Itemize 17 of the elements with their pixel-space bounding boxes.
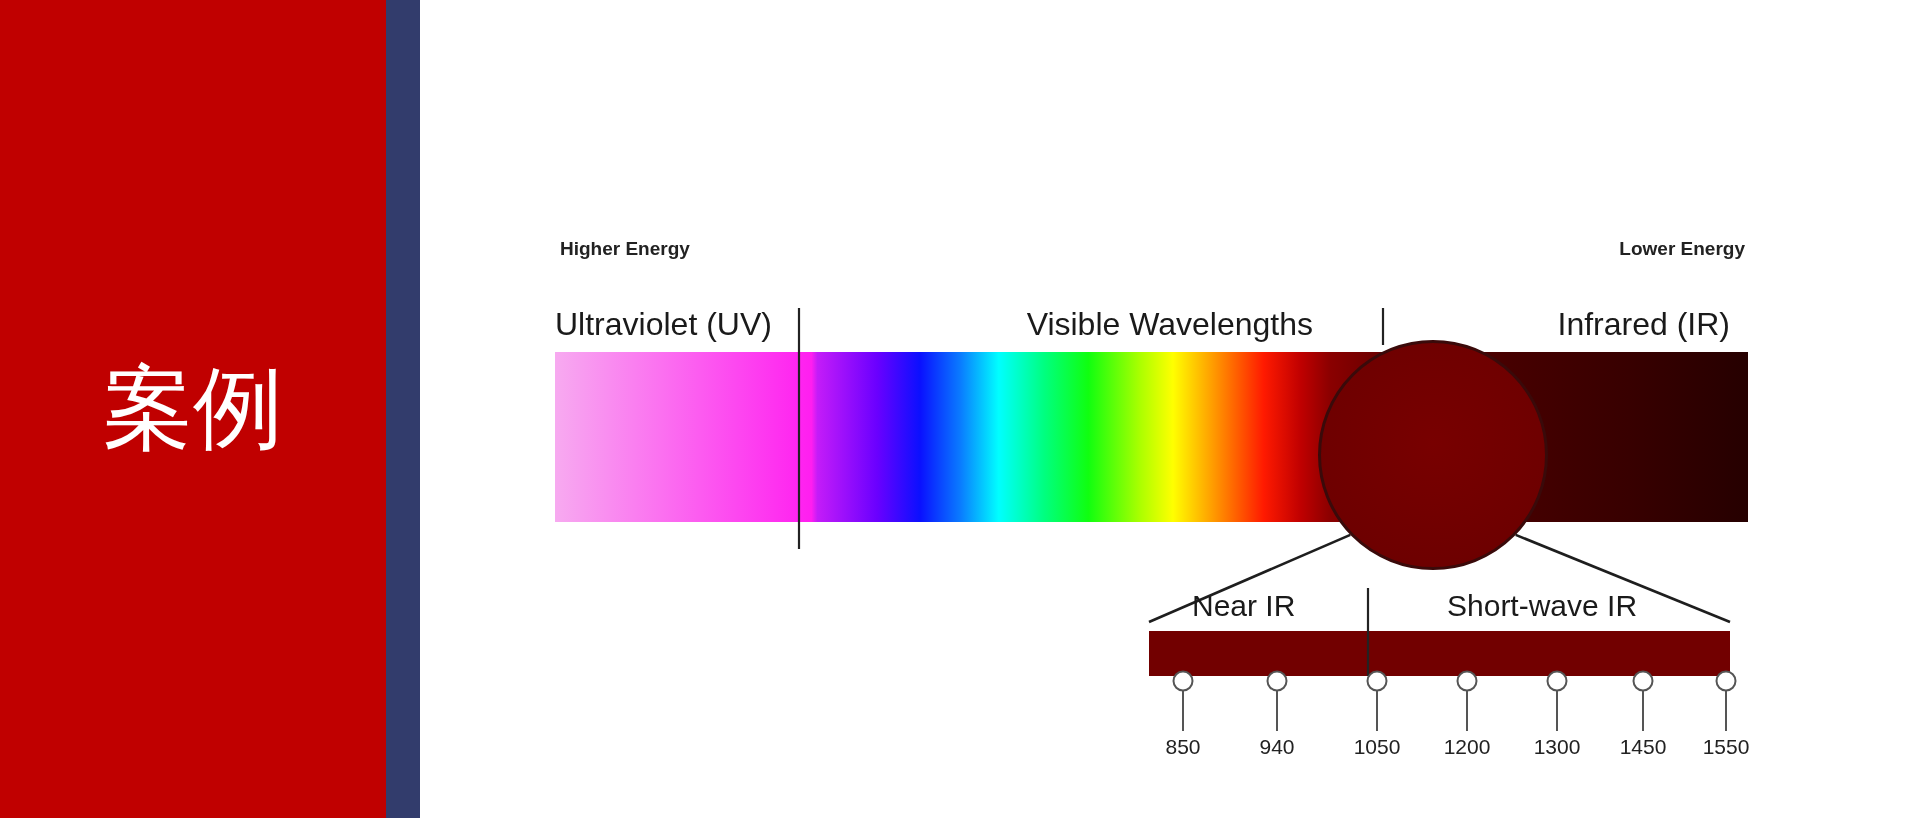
region-label: Near IR bbox=[1192, 589, 1296, 624]
tick-value: 1200 bbox=[1443, 735, 1491, 760]
energy-label: Lower Energy bbox=[1619, 238, 1745, 260]
zoom-line bbox=[1148, 533, 1351, 624]
tick-value: 850 bbox=[1165, 735, 1201, 760]
tick-value: 1300 bbox=[1533, 735, 1581, 760]
tick-value: 1050 bbox=[1353, 735, 1401, 760]
zoom-line bbox=[1515, 533, 1731, 624]
tick-value: 940 bbox=[1259, 735, 1295, 760]
tick-value: 1450 bbox=[1619, 735, 1667, 760]
region-label: Infrared (IR) bbox=[1557, 306, 1730, 343]
tick-value: 1550 bbox=[1702, 735, 1750, 760]
energy-label: Higher Energy bbox=[560, 238, 690, 260]
panel-title: 案例 bbox=[103, 358, 283, 457]
region-label: Ultraviolet (UV) bbox=[555, 306, 772, 343]
region-label: Visible Wavelengths bbox=[1026, 306, 1313, 343]
region-label: Short-wave IR bbox=[1447, 589, 1638, 624]
